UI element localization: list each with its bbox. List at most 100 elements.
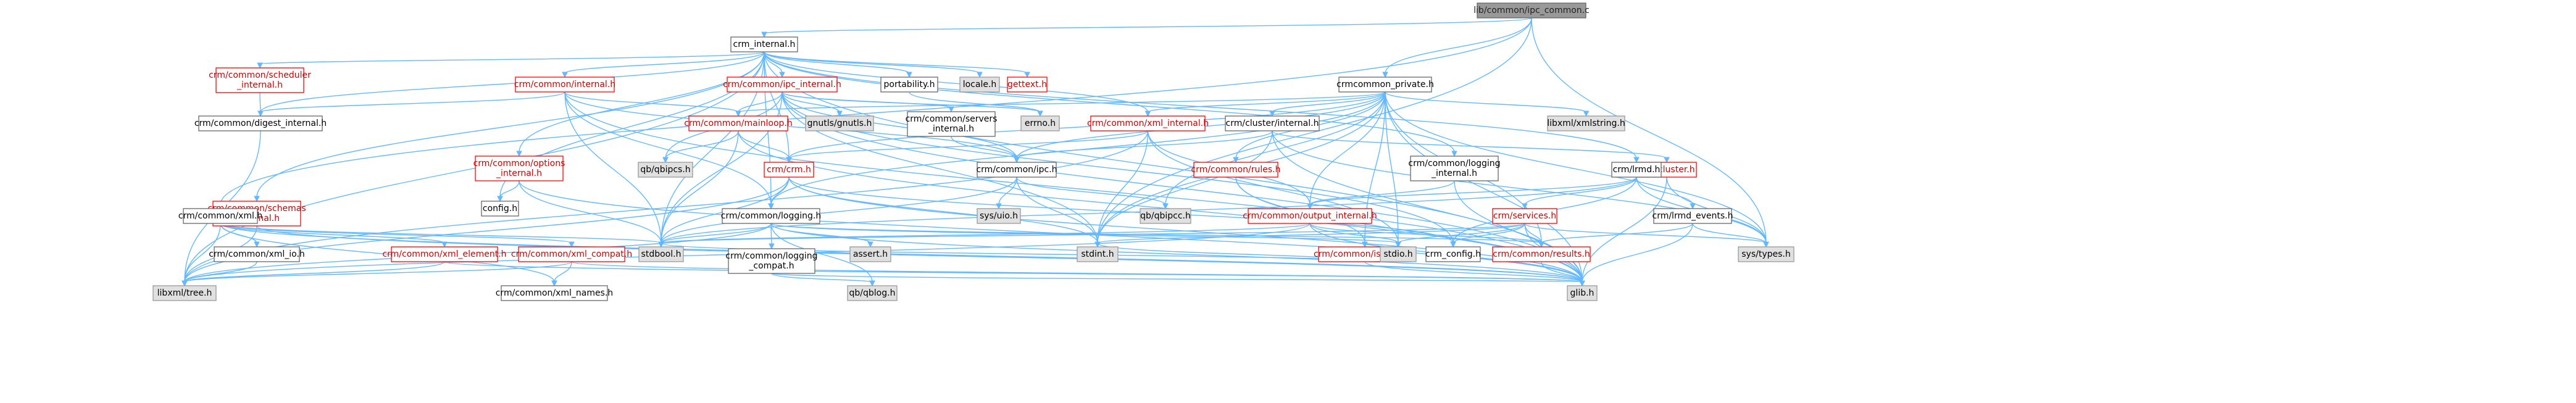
arrowhead [1395, 241, 1401, 248]
node-scheduler-internal[interactable]: crm/common/scheduler_internal.h [209, 67, 311, 93]
node-label: assert.h [853, 249, 888, 259]
node-crm-internal[interactable]: crm_internal.h [730, 36, 798, 52]
node-xml-io[interactable]: crm/common/xml_io.h [209, 246, 305, 262]
node-rules-h[interactable]: crm/common/rules.h [1191, 162, 1281, 178]
node-label: gettext.h [1007, 80, 1047, 89]
node-systypes: sys/types.h [1738, 246, 1794, 262]
node-label: lib/common/ipc_common.c [1473, 6, 1590, 15]
node-logging-h[interactable]: crm/common/logging.h [721, 208, 821, 224]
node-label: crmcommon_private.h [1336, 80, 1434, 89]
dependency-edge [1636, 177, 1693, 206]
node-logging-internal[interactable]: crm/common/logging_internal.h [1408, 156, 1501, 181]
node-internal-h[interactable]: crm/common/internal.h [514, 77, 615, 93]
dependency-edge [1097, 223, 1525, 244]
dependency-edge [771, 273, 1583, 283]
dependency-edge [1692, 223, 1767, 244]
arrowhead [1451, 151, 1457, 157]
node-locale: locale.h [959, 77, 1000, 93]
node-label: qb/qbipcs.h [640, 165, 690, 175]
node-label: crm/services.h [1493, 211, 1556, 221]
node-box [1567, 285, 1598, 301]
node-digest-internal[interactable]: crm/common/digest_internal.h [194, 115, 327, 131]
dependency-edge [184, 261, 257, 283]
node-label: _internal.h [1431, 168, 1477, 178]
node-label: crm/common/results.h [1493, 249, 1590, 259]
node-crmcommon-private[interactable]: crmcommon_private.h [1336, 77, 1434, 93]
node-crm-config[interactable]: crm_config.h [1425, 246, 1481, 262]
node-servers-internal[interactable]: crm/common/servers_internal.h [906, 111, 998, 137]
arrowhead [836, 110, 843, 117]
node-label: crm/common/logging [725, 251, 817, 261]
node-label: crm/common/digest_internal.h [194, 118, 327, 128]
node-lrmd-events[interactable]: crm/lrmd_events.h [1653, 208, 1733, 224]
dependency-edge [1309, 223, 1542, 244]
node-lrmd-h[interactable]: crm/lrmd.h [1611, 162, 1662, 178]
node-mainloop[interactable]: crm/common/mainloop.h [684, 115, 793, 131]
node-label: glib.h [1570, 288, 1594, 298]
arrowhead [869, 280, 875, 287]
node-label: crm/common/xml_element.h [382, 249, 506, 259]
node-box [475, 156, 564, 181]
node-cluster-internal[interactable]: crm/cluster/internal.h [1225, 115, 1320, 131]
arrowhead [254, 196, 260, 202]
node-root[interactable]: lib/common/ipc_common.c [1473, 2, 1590, 19]
dependency-edge [771, 273, 873, 283]
node-config-h[interactable]: config.h [481, 201, 519, 217]
node-qbipcc: qb/qbipcc.h [1140, 208, 1191, 224]
node-box [1547, 115, 1625, 131]
dependency-edge [1582, 177, 1667, 283]
arrowhead [658, 241, 664, 248]
node-ipc-internal[interactable]: crm/common/ipc_internal.h [723, 77, 841, 93]
dependency-edge [1309, 223, 1399, 244]
dependency-edge [909, 91, 1041, 113]
node-box [722, 208, 820, 224]
dependency-edge [1272, 91, 1386, 113]
node-label: crm/common/options [473, 159, 565, 168]
node-xml-internal[interactable]: crm/common/xml_internal.h [1087, 115, 1209, 131]
node-xml-h[interactable]: crm/common/xml.h [178, 208, 262, 224]
arrowhead [1024, 72, 1030, 78]
dependency-edge [184, 177, 790, 283]
node-results-h[interactable]: crm/common/results.h [1492, 246, 1591, 262]
arrowhead [181, 280, 188, 287]
dependency-edge [220, 223, 555, 283]
dependency-edge [1272, 130, 1767, 244]
dependency-edge [764, 51, 1028, 74]
node-ipc-h[interactable]: crm/common/ipc.h [976, 162, 1057, 178]
dependency-edge [564, 91, 772, 206]
dependency-edge [1309, 180, 1455, 206]
node-label: gnutls/gnutls.h [807, 118, 872, 128]
node-xmlstring: libxml/xmlstring.h [1547, 115, 1625, 131]
node-services-h[interactable]: crm/services.h [1492, 208, 1557, 224]
dependency-edge [220, 17, 1532, 206]
node-label: _internal.h [928, 124, 974, 134]
node-logging-compat[interactable]: crm/common/logging_compat.h [725, 248, 818, 274]
dependency-edge [1364, 261, 1583, 283]
node-portability[interactable]: portability.h [880, 77, 938, 93]
dependency-edge [260, 51, 765, 113]
node-box [215, 67, 304, 93]
node-box [1611, 162, 1662, 178]
node-output-internal[interactable]: crm/common/output_internal.h [1243, 208, 1377, 224]
node-stdbool: stdbool.h [638, 246, 684, 262]
node-label: crm/cluster/internal.h [1226, 118, 1319, 128]
node-options-internal[interactable]: crm/common/options_internal.h [473, 156, 565, 181]
node-crm-h[interactable]: crm/crm.h [764, 162, 814, 178]
node-assert: assert.h [849, 246, 891, 262]
node-xml-compat[interactable]: crm/common/xml_compat.h [511, 246, 632, 262]
dependency-edge [220, 223, 662, 244]
node-label: crm_internal.h [733, 39, 796, 49]
node-stdio: stdio.h [1380, 246, 1417, 262]
dependency-edge [782, 91, 840, 113]
dependency-edge [661, 130, 739, 244]
node-label: crm/crm.h [767, 165, 811, 175]
dependency-edge [571, 261, 1583, 283]
node-box [907, 111, 996, 137]
node-box [1077, 246, 1119, 262]
node-xml-names[interactable]: crm/common/xml_names.h [496, 285, 613, 301]
node-xml-element[interactable]: crm/common/xml_element.h [382, 246, 507, 262]
node-gettext[interactable]: gettext.h [1007, 77, 1048, 93]
arrowhead [779, 72, 785, 78]
node-label: crm/common/xml.h [178, 211, 262, 221]
